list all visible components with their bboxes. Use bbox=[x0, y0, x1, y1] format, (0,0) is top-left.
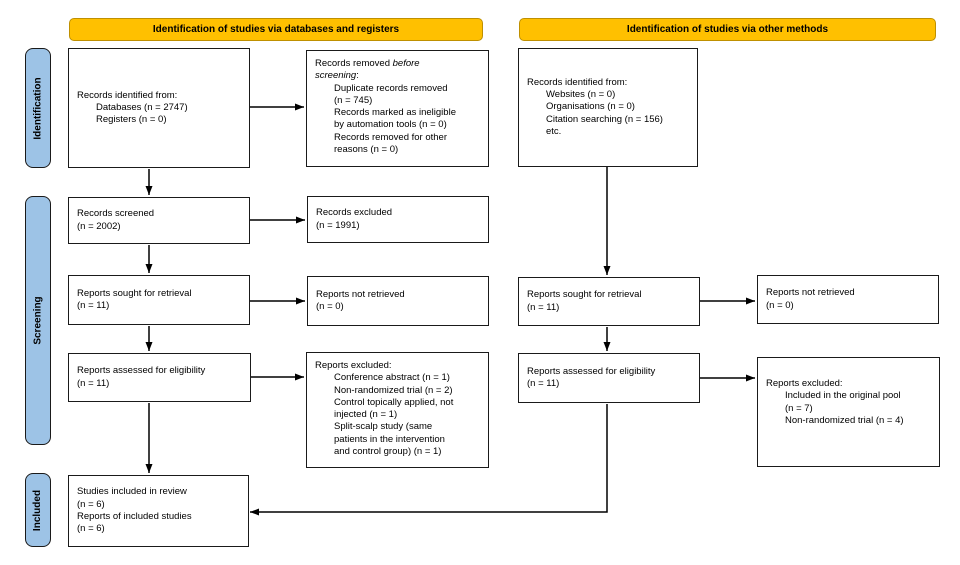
box-other-reports-sought: Reports sought for retrieval (n = 11) bbox=[518, 277, 700, 326]
text-line: Databases (n = 2747) bbox=[96, 101, 188, 113]
text-line: Duplicate records removed bbox=[334, 82, 448, 94]
text-segment: Records removed bbox=[315, 58, 393, 69]
text-line: Records removed for other bbox=[334, 131, 447, 143]
text-line: Organisations (n = 0) bbox=[546, 101, 635, 113]
text-line: Records identified from: bbox=[527, 76, 628, 88]
stage-screening: Screening bbox=[25, 196, 51, 445]
header-databases-registers-label: Identification of studies via databases … bbox=[152, 24, 400, 35]
text-line: (n = 745) bbox=[334, 94, 373, 106]
text-line: Non-randomized trial (n = 4) bbox=[785, 414, 904, 426]
box-reports-not-retrieved: Reports not retrieved (n = 0) bbox=[307, 276, 489, 326]
box-other-reports-not-retrieved: Reports not retrieved (n = 0) bbox=[757, 275, 939, 324]
box-records-screened: Records screened (n = 2002) bbox=[68, 197, 250, 244]
arrow-other-assessed-to-included bbox=[250, 404, 608, 516]
stage-included-label: Included bbox=[32, 489, 44, 531]
text-line: Reports sought for retrieval bbox=[527, 289, 642, 301]
box-studies-included: Studies included in review (n = 6) Repor… bbox=[68, 475, 249, 547]
text-line: Split-scalp study (same bbox=[334, 421, 433, 433]
box-other-reports-assessed: Reports assessed for eligibility (n = 11… bbox=[518, 353, 700, 403]
text-line: Records marked as ineligible bbox=[334, 107, 456, 119]
text-line: (n = 11) bbox=[527, 301, 560, 313]
text-line: Studies included in review bbox=[77, 486, 187, 498]
stage-identification: Identification bbox=[25, 48, 51, 168]
box-reports-assessed: Reports assessed for eligibility (n = 11… bbox=[68, 353, 251, 402]
text-line: Control topically applied, not bbox=[334, 396, 454, 408]
text-line: Records removed before bbox=[315, 58, 484, 70]
text-line: (n = 11) bbox=[527, 378, 560, 389]
text-line: (n = 6) bbox=[77, 523, 105, 535]
text-line: (n = 11) bbox=[77, 300, 110, 311]
text-line: Citation searching (n = 156) bbox=[546, 113, 663, 125]
text-line: Reports of included studies bbox=[77, 511, 192, 522]
text-line: Websites (n = 0) bbox=[546, 89, 616, 101]
text-segment-italic: before bbox=[392, 58, 420, 69]
text-line: Reports assessed for eligibility bbox=[77, 365, 206, 377]
text-line: (n = 0) bbox=[766, 299, 794, 311]
text-line: screening: bbox=[315, 70, 484, 82]
box-reports-excluded-reasons: Reports excluded: Conference abstract (n… bbox=[306, 352, 489, 468]
box-records-identified-databases: Records identified from: Databases (n = … bbox=[68, 48, 250, 168]
text-segment: : bbox=[356, 70, 359, 82]
stage-included: Included bbox=[25, 473, 51, 547]
text-line: (n = 11) bbox=[77, 377, 110, 389]
text-line: patients in the intervention bbox=[334, 433, 445, 445]
header-other-methods-label: Identification of studies via other meth… bbox=[626, 24, 829, 35]
text-line: Reports excluded: bbox=[315, 360, 392, 371]
text-line: reasons (n = 0) bbox=[334, 144, 399, 156]
stage-screening-label: Screening bbox=[32, 296, 44, 345]
text-line: etc. bbox=[546, 125, 562, 137]
text-line: (n = 0) bbox=[316, 301, 344, 312]
box-other-records-identified: Records identified from: Websites (n = 0… bbox=[518, 48, 698, 167]
text-segment-italic: screening bbox=[315, 70, 357, 82]
text-line: injected (n = 1) bbox=[334, 409, 398, 421]
text-line: Non-randomized trial (n = 2) bbox=[334, 384, 453, 396]
text-line: Records excluded bbox=[316, 207, 393, 219]
text-line: Reports not retrieved bbox=[766, 287, 855, 299]
box-other-reports-excluded: Reports excluded: Included in the origin… bbox=[757, 357, 940, 467]
text-line: (n = 6) bbox=[77, 498, 105, 510]
text-line: Reports excluded: bbox=[766, 378, 843, 389]
text-line: Conference abstract (n = 1) bbox=[334, 372, 450, 384]
text-line: by automation tools (n = 0) bbox=[334, 119, 447, 131]
text-line: (n = 7) bbox=[785, 402, 813, 414]
header-other-methods: Identification of studies via other meth… bbox=[519, 18, 936, 41]
text-line: Reports sought for retrieval bbox=[77, 287, 192, 299]
text-line: Records identified from: bbox=[77, 89, 178, 101]
stage-identification-label: Identification bbox=[32, 76, 44, 140]
text-line: Registers (n = 0) bbox=[96, 114, 167, 126]
box-reports-sought: Reports sought for retrieval (n = 11) bbox=[68, 275, 250, 325]
text-line: (n = 1991) bbox=[316, 219, 360, 231]
text-line: Records screened bbox=[77, 208, 155, 220]
header-databases-registers: Identification of studies via databases … bbox=[69, 18, 483, 41]
box-records-excluded: Records excluded (n = 1991) bbox=[307, 196, 489, 243]
text-line: Reports assessed for eligibility bbox=[527, 365, 656, 377]
text-line: and control group) (n = 1) bbox=[334, 446, 442, 458]
text-line: Included in the original pool bbox=[785, 390, 901, 402]
text-line: Reports not retrieved bbox=[316, 288, 405, 300]
text-line: (n = 2002) bbox=[77, 220, 121, 232]
box-records-removed-before-screening: Records removed before screening: Duplic… bbox=[306, 50, 489, 167]
